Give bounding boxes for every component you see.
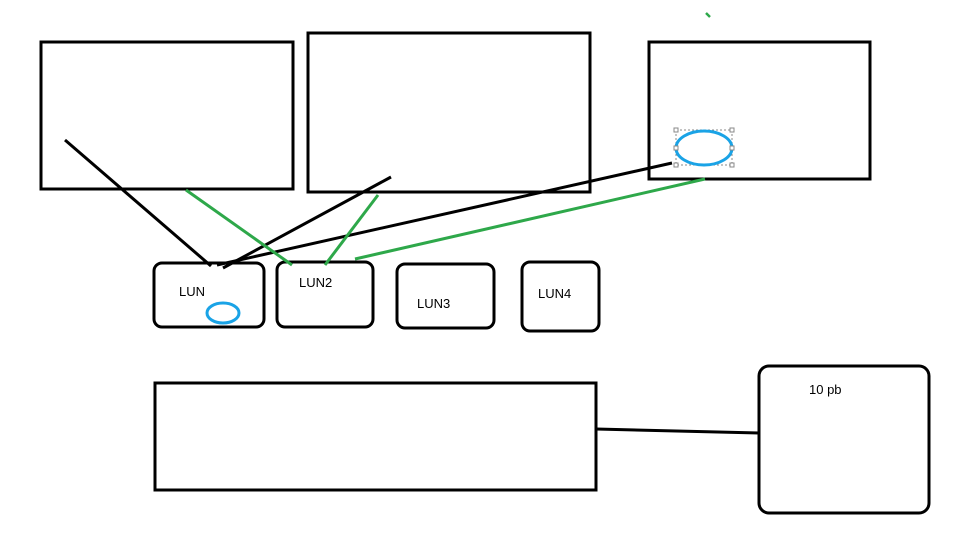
lun-box-4[interactable] <box>520 260 601 333</box>
link-black-host3-lun1 <box>216 161 673 267</box>
lun-box-3[interactable] <box>395 262 496 330</box>
storage-array-box[interactable] <box>153 381 598 492</box>
stray-mark <box>705 12 711 18</box>
selected-ellipse-group[interactable] <box>673 127 735 168</box>
lun3-label: LUN3 <box>417 296 451 311</box>
link-black-host1-lun1 <box>64 138 212 268</box>
lun4-label: LUN4 <box>538 286 572 301</box>
lun-box-2[interactable] <box>275 260 375 329</box>
link-black-host2-lun1 <box>222 175 392 270</box>
lun2-label: LUN2 <box>299 275 333 290</box>
selection-handle-bl[interactable] <box>673 162 679 168</box>
capacity-box[interactable] <box>757 364 931 515</box>
host-box-3[interactable] <box>647 40 872 181</box>
lun1-label: LUN <box>179 284 206 299</box>
selection-handle-tr[interactable] <box>729 127 735 133</box>
selection-handle-tl[interactable] <box>673 127 679 133</box>
link-green-host1-lun2 <box>185 188 293 267</box>
blue-ellipse-marker-lun <box>205 301 241 325</box>
selection-handle-r[interactable] <box>729 145 735 151</box>
blue-ellipse-marker-host3[interactable] <box>674 129 734 167</box>
storage-capacity-label: 10 pb <box>809 382 842 397</box>
link-storage-to-capacity <box>595 427 760 435</box>
host-box-1[interactable] <box>39 40 295 191</box>
selection-handle-br[interactable] <box>729 162 735 168</box>
selection-handle-l[interactable] <box>673 145 679 151</box>
host-box-2[interactable] <box>306 31 592 194</box>
link-green-host2-lun2 <box>323 194 380 266</box>
link-green-host3-lun2 <box>354 177 706 261</box>
